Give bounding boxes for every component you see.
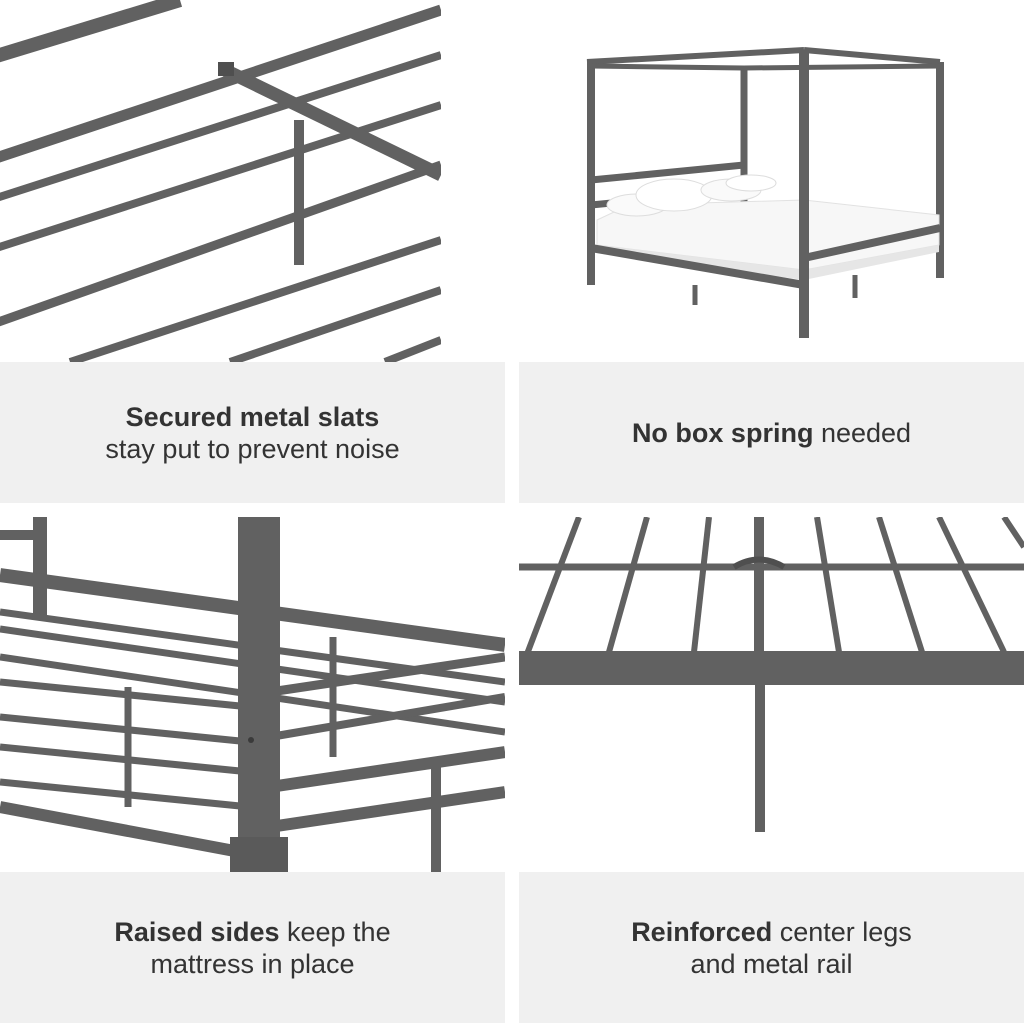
caption-box-spring-bold: No box spring: [631, 417, 814, 448]
caption-box-spring: No box spring needed: [519, 362, 1024, 503]
caption-raised-sides-bold: Raised sides: [114, 916, 280, 947]
caption-center-legs: Reinforced center legs and metal rail: [519, 872, 1024, 1023]
caption-raised-sides: Raised sides keep the mattress in place: [0, 872, 505, 1023]
caption-slats: Secured metal slats stay put to prevent …: [0, 362, 505, 503]
slats-closeup-image: [0, 0, 441, 362]
caption-slats-text: Secured metal slats stay put to prevent …: [105, 401, 399, 465]
caption-box-spring-rest: needed: [820, 417, 912, 448]
caption-center-legs-rest: center legs and metal rail: [690, 916, 912, 979]
caption-raised-sides-rest: keep the mattress in place: [150, 916, 391, 979]
raised-sides-image: [0, 517, 505, 872]
caption-center-legs-text: Reinforced center legs and metal rail: [607, 916, 937, 980]
canopy-bed-image: [519, 0, 1024, 362]
caption-slats-bold: Secured metal slats: [125, 401, 380, 432]
caption-center-legs-bold: Reinforced: [631, 916, 773, 947]
caption-slats-rest: stay put to prevent noise: [105, 433, 400, 464]
caption-box-spring-text: No box spring needed: [632, 417, 911, 449]
caption-raised-sides-text: Raised sides keep the mattress in place: [88, 916, 418, 980]
center-leg-image: [519, 517, 1024, 872]
